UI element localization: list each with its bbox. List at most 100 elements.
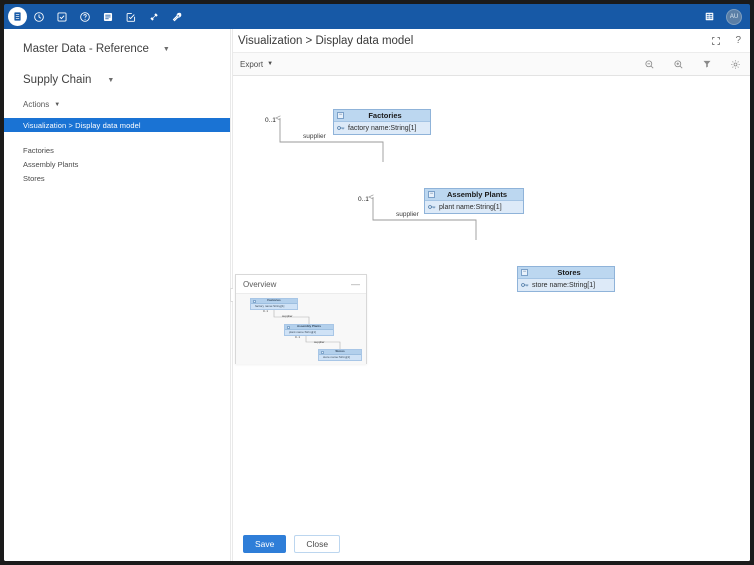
avatar-initials: AU (729, 13, 739, 20)
uml-node-header[interactable]: − Assembly Plants (425, 189, 523, 201)
minimap-node-stores: Stores store name:String[1] (318, 349, 362, 361)
chevron-down-icon[interactable]: ▼ (54, 101, 61, 108)
top-nav-right-group: AU (698, 6, 750, 28)
zoom-out-icon[interactable] (644, 59, 655, 70)
edge-label-supplier-2: supplier (396, 211, 419, 218)
content-header-icons: ? (711, 35, 741, 46)
overview-minimap-body[interactable]: Factories factory name:String[1] Assembl… (236, 294, 366, 364)
tasks-check-icon[interactable] (51, 6, 73, 28)
uml-node-header[interactable]: − Stores (518, 267, 614, 279)
sidebar-selected-label: Visualization > Display data model (23, 120, 141, 130)
minimap-edge-label-2: supplier (314, 340, 325, 344)
fullscreen-icon[interactable] (711, 36, 721, 46)
minimap-node-factories: Factories factory name:String[1] (250, 298, 298, 310)
minimap-node-attribute: factory name:String[1] (255, 304, 285, 308)
dialog-button-bar: Save Close (243, 534, 341, 553)
multiplicity-label-factories: 0..1 (265, 117, 276, 124)
export-button-label: Export (240, 59, 264, 69)
minimap-node-assembly-plants: Assembly Plants plant name:String[1] (284, 324, 334, 336)
actions-menu[interactable]: Actions ▼ (4, 100, 230, 109)
minimap-node-title: Stores (335, 349, 345, 353)
attribute-label: plant name:String[1] (439, 203, 502, 211)
minimap-node-title: Factories (267, 298, 281, 302)
export-button[interactable]: Export ▼ (240, 60, 273, 69)
chevron-down-icon[interactable]: ▼ (162, 45, 170, 53)
top-nav-icon-group (4, 6, 188, 28)
main-content-panel: Visualization > Display data model ? Exp… (233, 29, 750, 561)
uml-node-assembly-plants[interactable]: − Assembly Plants plant name:String[1] (424, 188, 524, 214)
uml-node-title: Factories (368, 111, 402, 120)
attribute-key-icon (521, 282, 529, 288)
chevron-down-icon[interactable]: ▼ (267, 61, 274, 67)
attribute-label: factory name:String[1] (348, 124, 417, 132)
top-navigation-bar: AU (4, 4, 750, 29)
save-button[interactable]: Save (243, 534, 287, 553)
attribute-key-icon (337, 125, 345, 131)
attribute-label: store name:String[1] (532, 281, 596, 289)
diagram-toolbar-icons (644, 59, 741, 70)
workspace-title[interactable]: Master Data - Reference ▼ (4, 37, 230, 61)
minimap-collapse-icon (287, 326, 290, 329)
zoom-in-icon[interactable] (673, 59, 684, 70)
overview-minimap-panel[interactable]: Overview — Factories (235, 274, 367, 364)
filter-funnel-icon[interactable] (702, 59, 712, 69)
minimap-node-header: Factories (251, 298, 297, 304)
minimap-node-header: Stores (319, 349, 361, 355)
diagram-toolbar: Export ▼ (233, 53, 750, 76)
minimap-connectors (273, 309, 341, 349)
settings-gear-icon[interactable] (730, 59, 741, 70)
content-header: Visualization > Display data model ? (233, 29, 750, 53)
application-body: Master Data - Reference ▼ Supply Chain ▼… (4, 29, 750, 561)
sidebar-item-factories[interactable]: Factories (4, 143, 230, 157)
edit-check-icon[interactable] (120, 6, 142, 28)
user-avatar[interactable]: AU (726, 8, 742, 25)
minimize-icon[interactable]: — (351, 278, 360, 289)
list-item-label: Stores (23, 173, 45, 183)
table-grid-icon[interactable] (698, 6, 720, 28)
uml-node-factories[interactable]: − Factories factory name:String[1] (333, 109, 431, 135)
minimap-collapse-icon (321, 351, 324, 354)
uml-node-stores[interactable]: − Stores store name:String[1] (517, 266, 615, 292)
collapse-toggle-icon[interactable]: − (337, 112, 344, 119)
minimap-node-header: Assembly Plants (285, 324, 333, 330)
uml-node-title: Assembly Plants (446, 190, 508, 199)
sidebar-item-visualization[interactable]: Visualization > Display data model (4, 118, 230, 132)
minimap-node-title: Assembly Plants (296, 324, 321, 328)
minimap-multiplicity-1: 0..1 (263, 309, 269, 313)
uml-node-attribute: store name:String[1] (518, 279, 614, 291)
help-question-icon[interactable]: ? (735, 35, 741, 46)
list-item-label: Factories (23, 145, 54, 155)
edge-label-supplier-1: supplier (303, 133, 326, 140)
uml-node-header[interactable]: − Factories (334, 110, 430, 122)
page-title: Visualization > Display data model (238, 34, 414, 47)
plug-icon[interactable] (143, 6, 165, 28)
minimap-collapse-icon (253, 300, 256, 303)
sidebar-item-stores[interactable]: Stores (4, 171, 230, 185)
uml-node-title: Stores (557, 268, 581, 277)
sidebar-entity-list: Factories Assembly Plants Stores (4, 143, 230, 185)
wrench-icon[interactable] (166, 6, 188, 28)
minimap-edge-label-1: supplier (282, 314, 293, 318)
list-item-label: Assembly Plants (23, 159, 79, 169)
close-button[interactable]: Close (294, 534, 341, 553)
attribute-key-icon (428, 204, 436, 210)
collapse-toggle-icon[interactable]: − (521, 269, 528, 276)
overview-header: Overview — (236, 275, 366, 294)
minimap-node-attribute: store name:String[1] (323, 355, 351, 359)
minimap-node-attribute: plant name:String[1] (289, 330, 316, 334)
help-circle-icon[interactable] (74, 6, 96, 28)
uml-node-attribute: plant name:String[1] (425, 201, 523, 213)
actions-menu-label: Actions (23, 100, 50, 109)
uml-node-attribute: factory name:String[1] (334, 122, 430, 134)
chevron-down-icon[interactable]: ▼ (107, 76, 115, 84)
database-icon[interactable] (97, 6, 119, 28)
collapse-toggle-icon[interactable]: − (428, 191, 435, 198)
clock-icon[interactable] (28, 6, 50, 28)
sidebar-item-assembly-plants[interactable]: Assembly Plants (4, 157, 230, 171)
dataset-selector-label: Supply Chain (23, 74, 92, 86)
menu-list-icon[interactable] (8, 7, 27, 26)
workspace-title-label: Master Data - Reference (23, 43, 149, 55)
diagram-canvas[interactable]: − Factories factory name:String[1] 0..1 … (233, 76, 750, 561)
dataset-selector[interactable]: Supply Chain ▼ (4, 69, 230, 91)
multiplicity-label-assembly: 0..1 (358, 196, 369, 203)
